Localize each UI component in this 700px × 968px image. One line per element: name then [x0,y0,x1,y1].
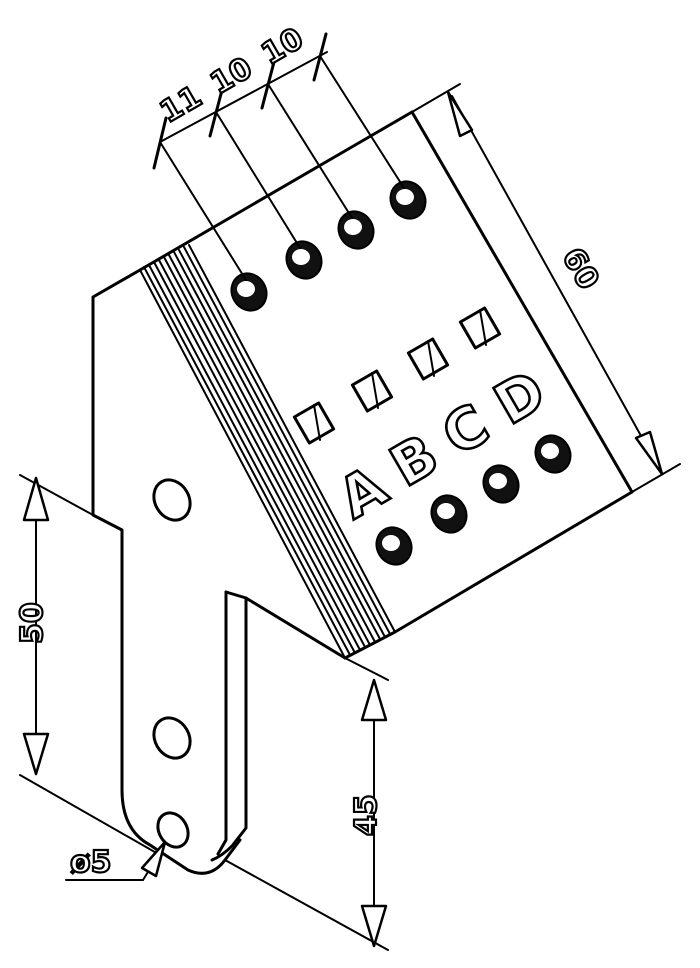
height-dimension-50: 50 [14,474,161,856]
bottom-hole-row [375,434,572,566]
top-hole-row [230,180,427,312]
height-label-50: 50 [15,602,50,644]
letter-b: B [380,422,449,500]
slot-row [292,306,502,445]
diameter-label: ø5 [70,845,111,880]
pitch-label-1: 11 [154,79,208,130]
letter-d: D [484,358,557,438]
letter-a: A [328,454,399,532]
bracket-outline [91,268,347,875]
bend-hatch [139,244,396,659]
diameter-callout: ø5 [65,840,167,881]
letter-c: C [432,392,500,469]
height-dimension-45: 45 [224,657,389,951]
plate-holes [152,478,192,849]
height-label-60: 60 [555,242,606,296]
height-label-45: 45 [349,794,384,836]
